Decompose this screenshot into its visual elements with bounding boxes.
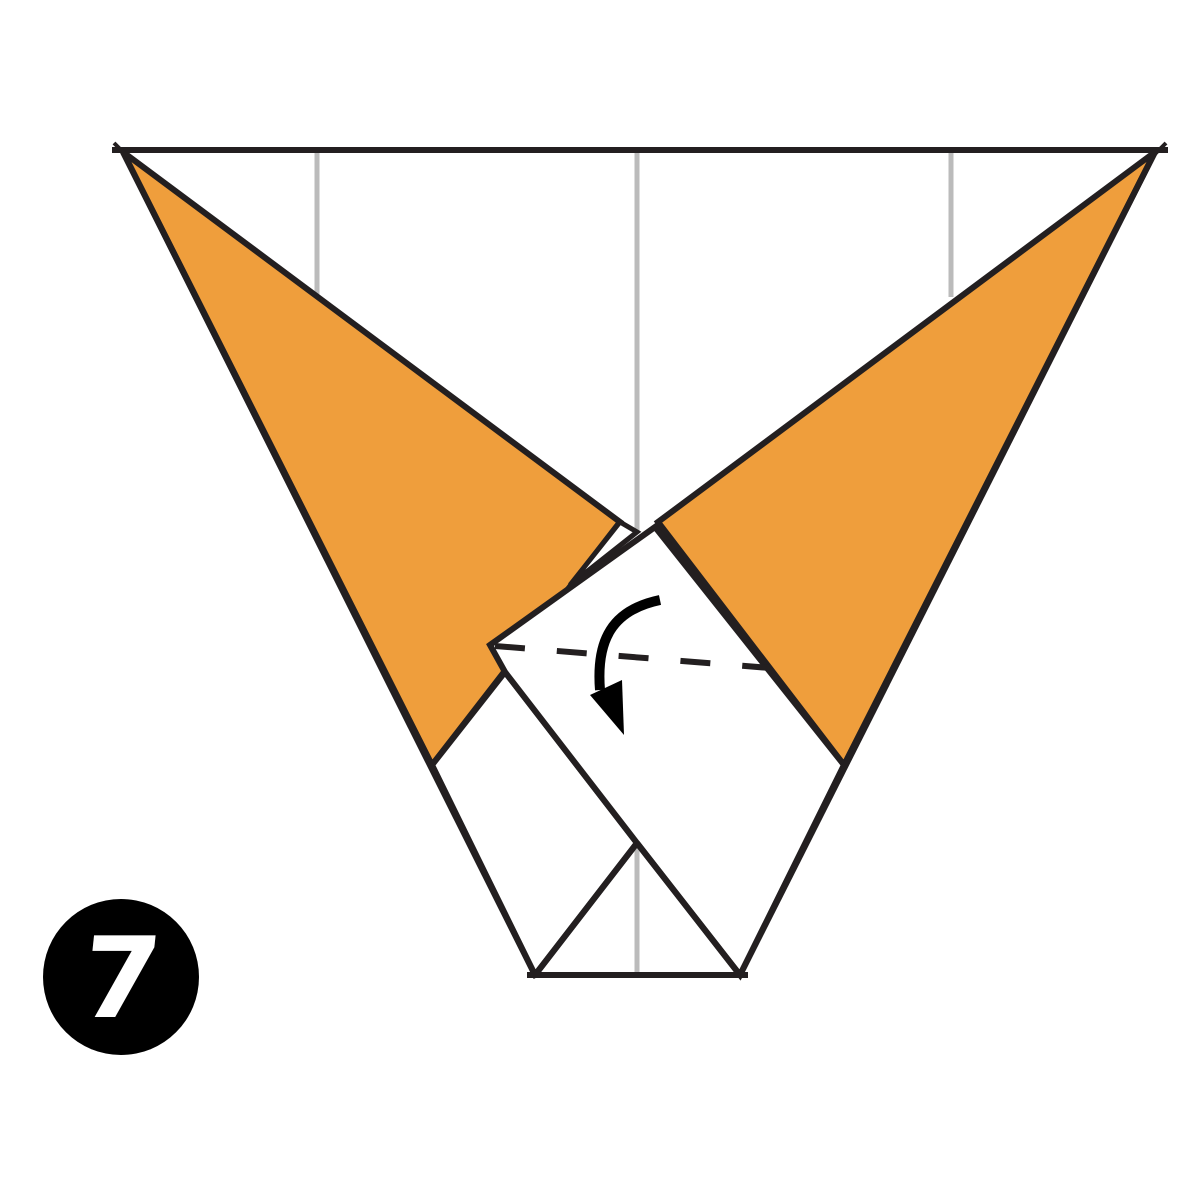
step-number-badge: 7 xyxy=(43,899,199,1055)
valley-fold-line xyxy=(494,643,771,671)
crease-lines xyxy=(314,152,954,975)
outer-edges xyxy=(112,147,1168,980)
step-number: 7 xyxy=(75,914,167,1044)
fold-arrow-icon xyxy=(590,595,662,735)
corner-marks xyxy=(112,141,1168,159)
inner-sliver xyxy=(568,518,642,587)
bottom-triangle xyxy=(532,841,743,977)
